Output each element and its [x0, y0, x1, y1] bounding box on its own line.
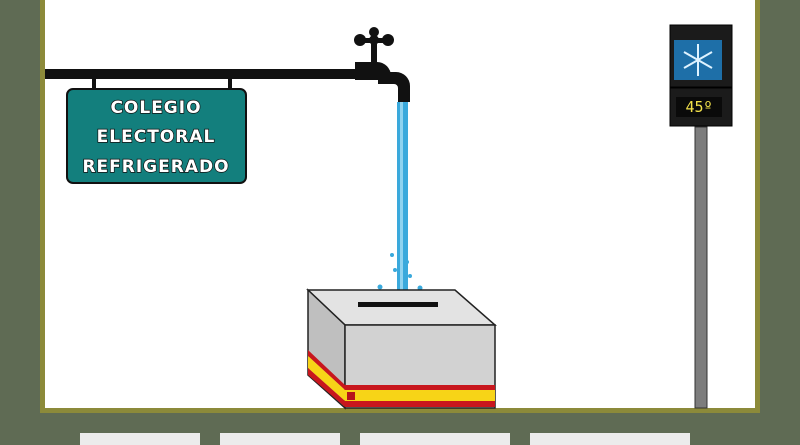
ballot-box: [306, 288, 497, 410]
sign-line-1: COLEGIO: [110, 98, 201, 118]
water-stream: [397, 102, 408, 292]
temperature-reading: 45º: [685, 98, 712, 116]
sign-line-3: REFRIGERADO: [82, 157, 229, 177]
faucet-icon: [354, 27, 410, 102]
ballot-slot: [358, 302, 438, 307]
sign-line-2: ELECTORAL: [97, 127, 216, 147]
polling-station-sign: COLEGIO ELECTORAL REFRIGERADO: [66, 88, 247, 184]
street-thermometer: 45º: [669, 24, 733, 409]
bottom-caption-partial: [80, 433, 690, 445]
water-pipe: [45, 69, 363, 89]
coat-of-arms-icon: [347, 392, 355, 400]
snowflake-icon: [683, 44, 713, 76]
